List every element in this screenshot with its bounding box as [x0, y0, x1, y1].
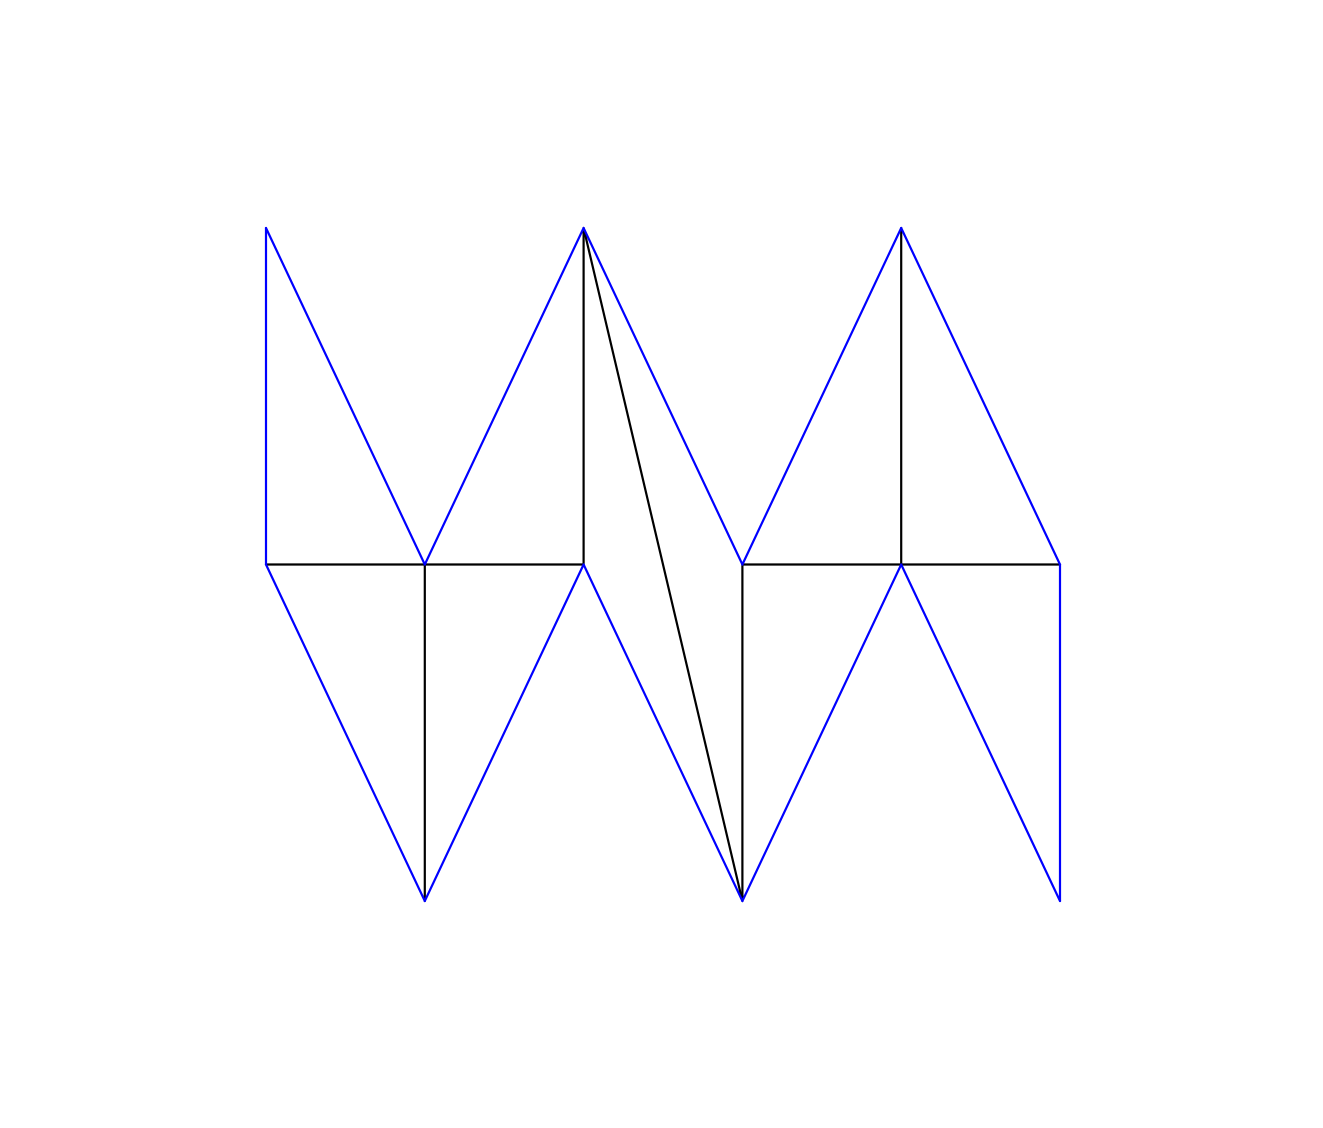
outline-edge-j-l	[900, 563, 1062, 903]
outline-edge-e-g	[582, 226, 744, 566]
inner-edge-e-h	[582, 226, 744, 903]
outline-edge-g-i	[741, 226, 903, 566]
outline-edge-c-d	[264, 563, 426, 903]
outline-edge-d-f	[423, 563, 585, 903]
inner-edges-group	[264, 226, 1062, 903]
outline-edge-b-e	[423, 226, 585, 566]
outline-edge-f-h	[582, 563, 744, 903]
outline-edge-i-k	[900, 226, 1062, 566]
outline-edge-h-j	[741, 563, 903, 903]
outline-edges-group	[264, 226, 1062, 903]
outline-edge-a-b	[264, 226, 426, 566]
